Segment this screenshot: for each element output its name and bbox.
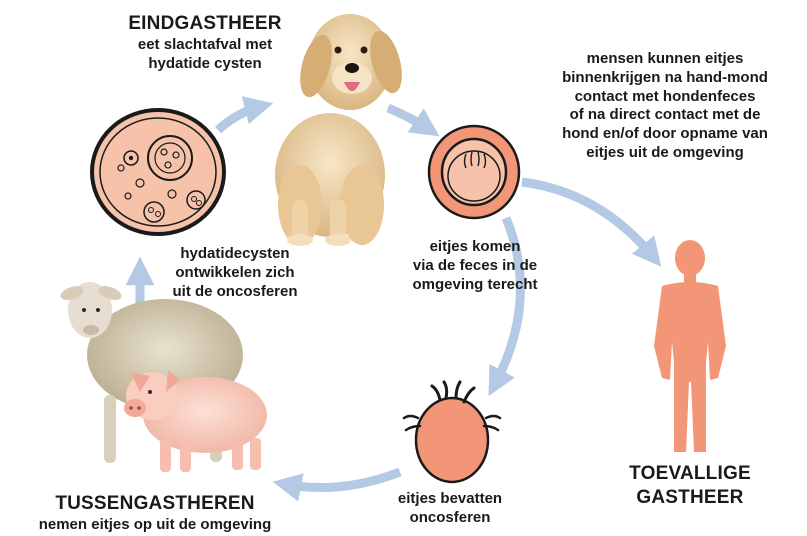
human-infection-line-6: eitjes uit de omgeving [530, 144, 800, 163]
human-infection-line-5: hond en/of door opname van [530, 125, 800, 144]
intermediate-hosts-label: TUSSENGASTHEREN nemen eitjes op uit de o… [5, 492, 305, 535]
intermediate-hosts-desc: nemen eitjes op uit de omgeving [5, 516, 305, 535]
hydatid-cyst-illustration [92, 110, 224, 234]
egg-illustration [429, 126, 519, 218]
arrow-cyst-to-dog [218, 106, 262, 130]
arrow-oncosphere-to-animals [284, 472, 400, 488]
human-infection-line-3: contact met hondenfeces [530, 88, 800, 107]
eggs-contain-line-2: oncosferen [370, 509, 530, 528]
human-infection-label: mensen kunnen eitjes binnenkrijgen na ha… [530, 50, 800, 163]
definitive-host-desc-2: hydatide cysten [100, 55, 310, 74]
eggs-contain-line-1: eitjes bevatten [370, 490, 530, 509]
human-infection-line-1: mensen kunnen eitjes [530, 50, 800, 69]
cysts-develop-line-1: hydatidecysten [145, 245, 325, 264]
pig-illustration [124, 370, 267, 472]
eggs-excreted-line-2: via de feces in de [385, 257, 565, 276]
cysts-develop-label: hydatidecysten ontwikkelen zich uit de o… [145, 245, 325, 301]
accidental-host-title-2: GASTHEER [600, 486, 780, 510]
cysts-develop-line-3: uit de oncosferen [145, 283, 325, 302]
eggs-contain-label: eitjes bevatten oncosferen [370, 490, 530, 528]
intermediate-hosts-title: TUSSENGASTHEREN [5, 492, 305, 516]
human-infection-line-4: of na direct contact met de [530, 106, 800, 125]
oncosphere-illustration [404, 382, 500, 482]
definitive-host-label: EINDGASTHEER eet slachtafval met hydatid… [100, 12, 310, 73]
human-infection-line-2: binnenkrijgen na hand-mond [530, 69, 800, 88]
eggs-excreted-line-1: eitjes komen [385, 238, 565, 257]
definitive-host-desc-1: eet slachtafval met [100, 36, 310, 55]
eggs-excreted-line-3: omgeving terecht [385, 276, 565, 295]
accidental-host-title-1: TOEVALLIGE [600, 462, 780, 486]
definitive-host-title: EINDGASTHEER [100, 12, 310, 36]
arrow-dog-to-egg [388, 108, 430, 130]
eggs-excreted-label: eitjes komen via de feces in de omgeving… [385, 238, 565, 294]
cysts-develop-line-2: ontwikkelen zich [145, 264, 325, 283]
human-silhouette [654, 240, 726, 452]
accidental-host-label: TOEVALLIGE GASTHEER [600, 462, 780, 510]
